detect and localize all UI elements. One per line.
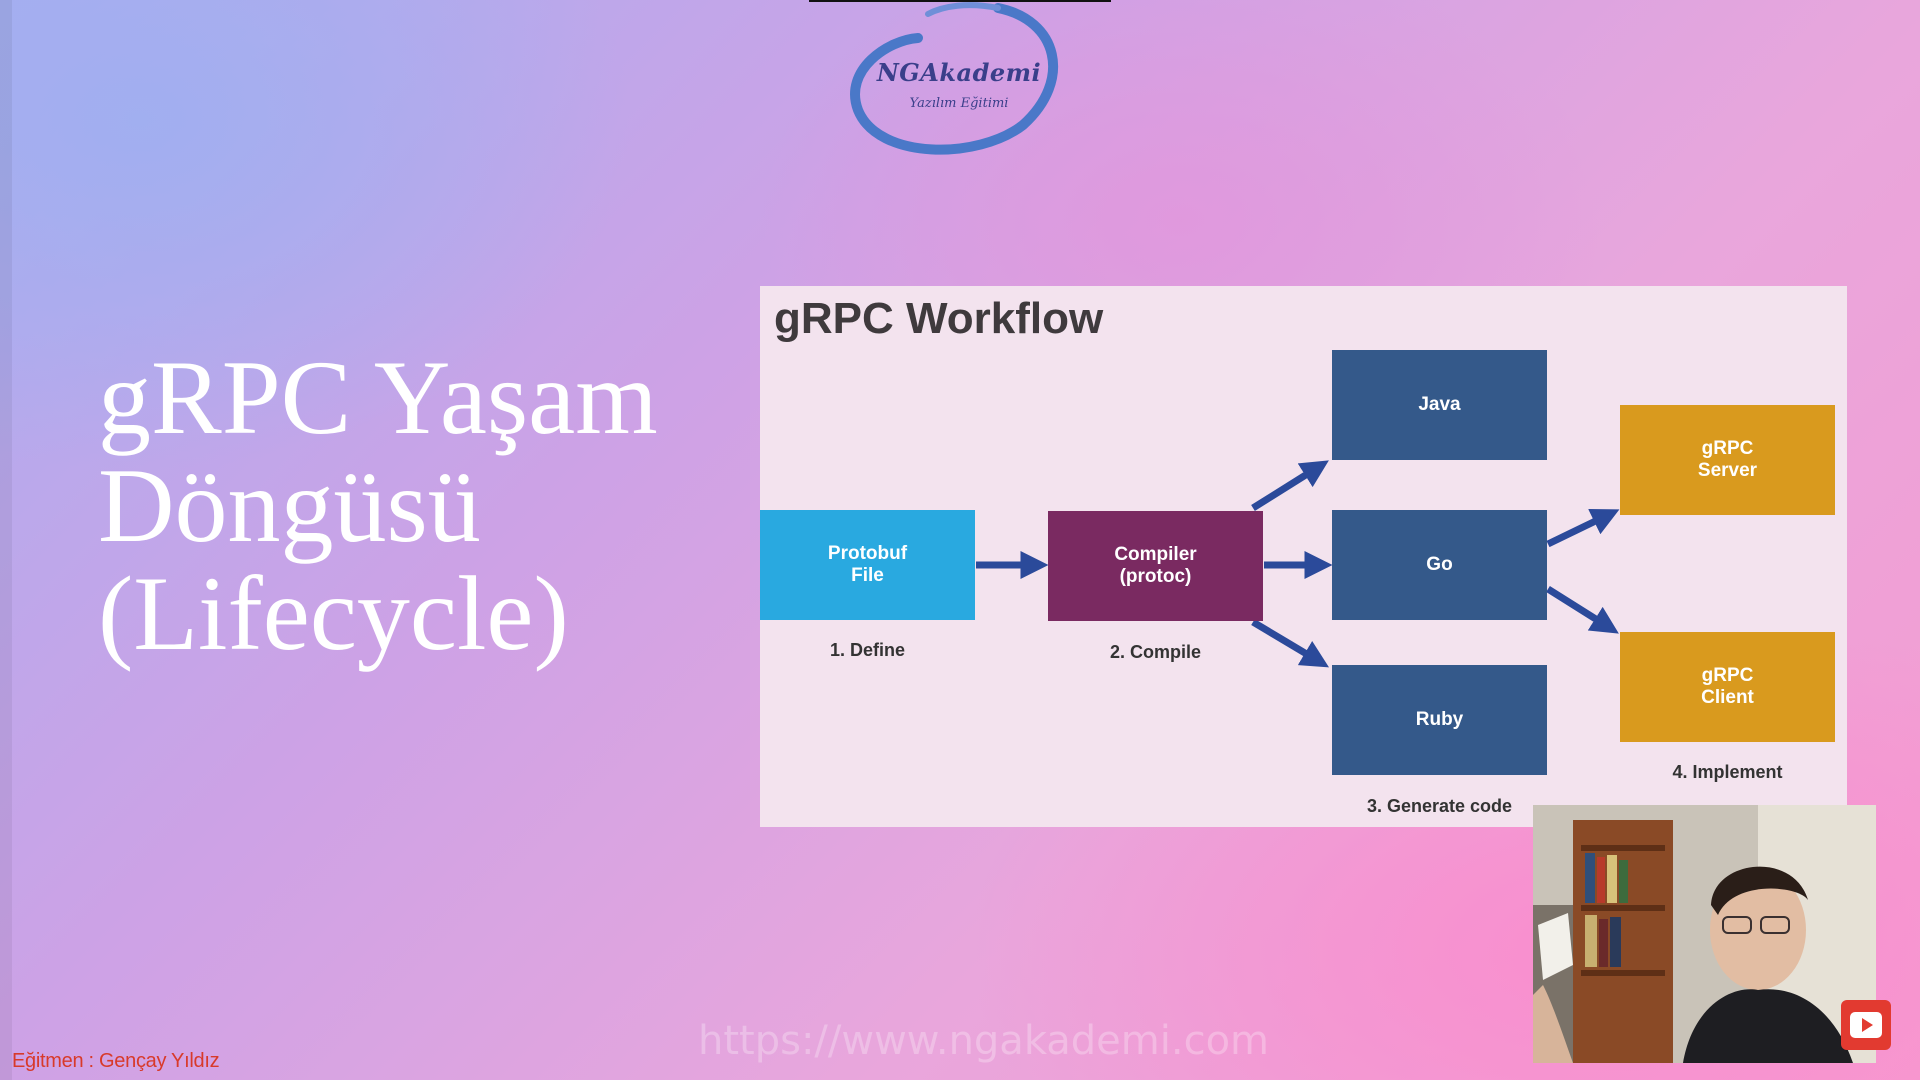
step-compile-label: 2. Compile (1109, 642, 1202, 662)
instructor-label: Eğitmen : Gençay Yıldız (12, 1050, 220, 1072)
arrow-go-to-server (1546, 509, 1620, 548)
protobuf-file-box: Protobuf File (760, 510, 975, 620)
slide-title-line-1: gRPC Yaşam (98, 339, 658, 456)
ngakademi-logo: NGAkademi Yazılım Eğitimi (848, 0, 1070, 158)
workflow-arrows (976, 460, 1620, 668)
go-box: Go (1332, 510, 1547, 620)
grpc-workflow-diagram: gRPC Workflow Protobuf File Compiler (pr… (760, 286, 1847, 827)
ruby-box: Ruby (1332, 665, 1547, 775)
top-window-bar (809, 0, 1111, 2)
slide-title-line-3: (Lifecycle) (98, 555, 569, 672)
step-define-label: 1. Define (829, 640, 906, 660)
logo-subtitle: Yazılım Eğitimi (909, 96, 1009, 111)
grpc-client-box: gRPC Client (1620, 632, 1835, 742)
step-implement-label: 4. Implement (1672, 762, 1783, 782)
java-box: Java (1332, 350, 1547, 460)
compiler-box: Compiler (protoc) (1048, 511, 1263, 621)
step-generate-label: 3. Generate code (1366, 796, 1513, 816)
grpc-server-box: gRPC Server (1620, 405, 1835, 515)
logo-title: NGAkademi (876, 58, 1042, 87)
workflow-title: gRPC Workflow (774, 294, 1104, 343)
youtube-play-icon[interactable] (1841, 1000, 1891, 1050)
website-watermark: https://www.ngakademi.com (698, 1018, 1270, 1064)
webcam-overlay (1533, 805, 1876, 1063)
slide-title-line-2: Döngüsü (98, 447, 481, 564)
slide-title: gRPC Yaşam Döngüsü (Lifecycle) (98, 344, 718, 668)
arrow-compiler-to-ruby (1251, 618, 1330, 668)
left-edge-strip (0, 0, 12, 1080)
arrow-compiler-to-java (1251, 460, 1329, 511)
arrow-go-to-client (1546, 586, 1619, 634)
